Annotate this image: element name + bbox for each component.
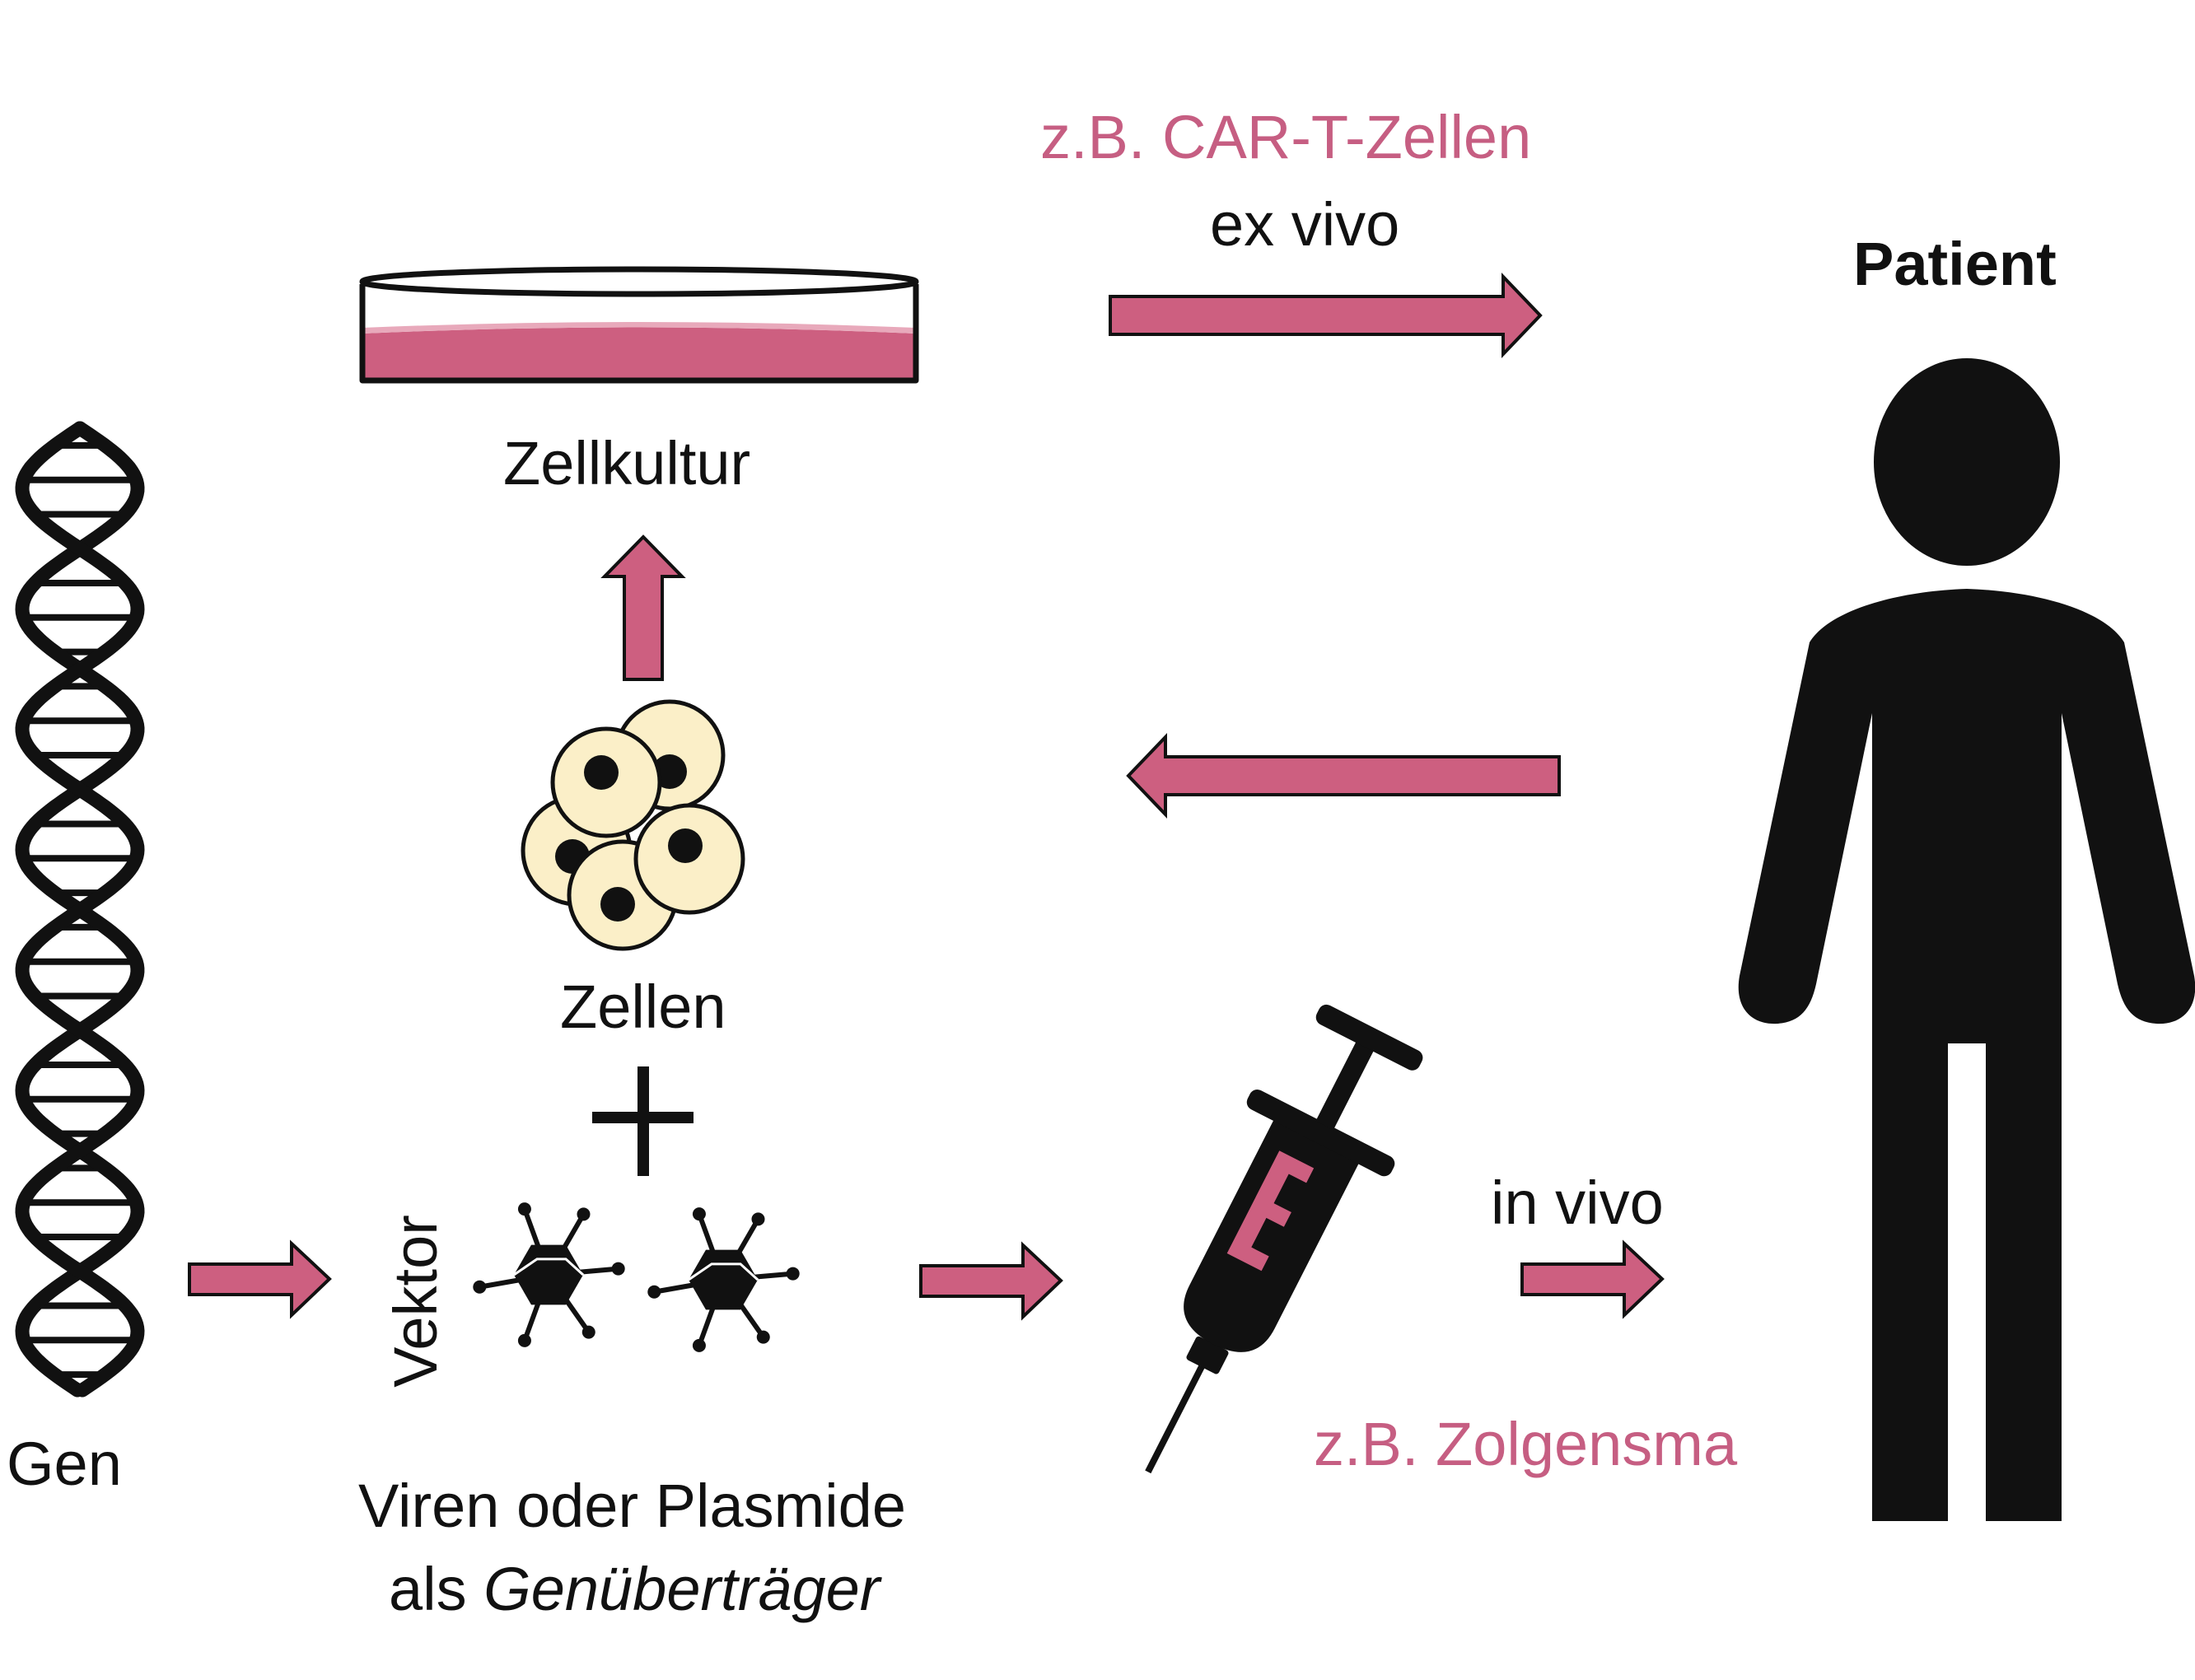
ex-vivo-label: ex vivo: [1210, 190, 1400, 259]
virus-spike-tip: [577, 1207, 591, 1221]
vektor-label: Vektor: [381, 1215, 450, 1388]
plus-sign: [592, 1066, 694, 1176]
virus-capsid: [514, 1244, 583, 1305]
carrier-label-line1: Viren oder Plasmide: [358, 1472, 906, 1540]
virus-icon: [473, 1202, 625, 1347]
cell-cluster-icon: [521, 699, 745, 951]
virus-facet: [688, 1262, 759, 1281]
arrow-vector-to-syringe: [919, 1241, 1063, 1321]
virus-spike-tip: [786, 1267, 800, 1281]
virus-spike-tip: [692, 1207, 706, 1221]
arrow-ex-vivo-to-patient: [1109, 273, 1543, 358]
virus-spike-tip: [647, 1285, 661, 1299]
patient-label: Patient: [1853, 230, 2057, 298]
petri-dish-icon: [359, 266, 919, 384]
arrow-in-vivo-to-patient: [1520, 1239, 1665, 1319]
virus-spike-tip: [756, 1330, 770, 1344]
in-vivo-label: in vivo: [1491, 1169, 1664, 1237]
carrier-italic: Genüberträger: [483, 1555, 880, 1623]
zellen-label: Zellen: [560, 973, 726, 1041]
zellkultur-label: Zellkultur: [503, 429, 751, 497]
virus-facet: [513, 1258, 585, 1276]
person-icon: [1738, 358, 2195, 1521]
virus-spike-tip: [692, 1338, 706, 1352]
gen-label: Gen: [7, 1430, 122, 1498]
carrier-prefix: als: [389, 1555, 484, 1623]
virus-spike-tip: [581, 1325, 595, 1339]
virus-icon: [647, 1207, 800, 1352]
arrow-cells-to-culture: [600, 534, 686, 681]
arrow-patient-to-cells: [1126, 733, 1561, 819]
virus-spike-tip: [751, 1212, 765, 1226]
virus-spike-tip: [473, 1280, 487, 1294]
arrow-gene-to-vector: [188, 1239, 332, 1319]
virus-capsid: [689, 1249, 758, 1310]
virus-spike-tip: [517, 1333, 531, 1347]
cell: [550, 726, 662, 838]
carrier-label-line2: als Genüberträger: [389, 1559, 880, 1620]
syringe-icon: [1145, 1004, 1423, 1474]
car-t-label: z.B. CAR-T-Zellen: [1040, 103, 1532, 171]
cell: [633, 803, 745, 915]
zolgensma-label: z.B. Zolgensma: [1314, 1410, 1738, 1478]
dna-helix-icon: [15, 421, 145, 1398]
virus-spike-tip: [611, 1262, 625, 1276]
virus-spike-tip: [517, 1202, 531, 1216]
